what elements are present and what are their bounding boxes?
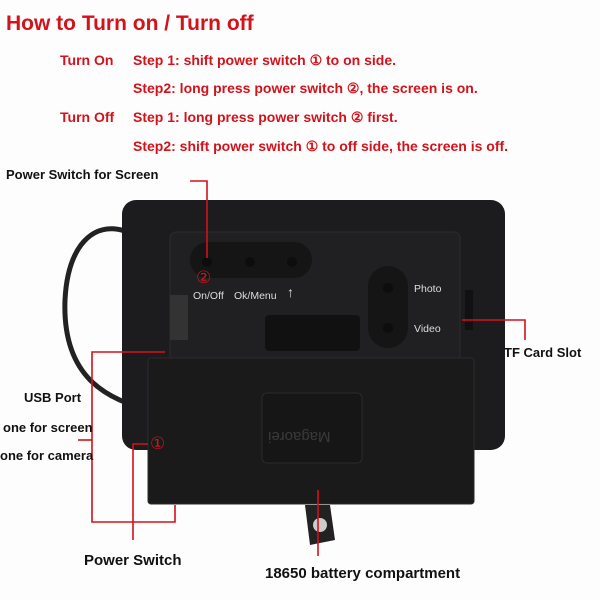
tf-card-slot (465, 290, 473, 330)
label-plate (261, 392, 363, 464)
mount-hinge (265, 315, 360, 351)
marker-1: ① (150, 434, 166, 453)
callout-usb-port: USB Port (24, 390, 82, 405)
brand-embossed: Magaorei (268, 428, 331, 445)
callout-power-switch: Power Switch (84, 552, 182, 569)
photo-label: Photo (414, 283, 442, 295)
ok-menu-label: Ok/Menu (234, 290, 277, 302)
marker-2: ② (196, 268, 212, 287)
turn-on-step1: Step 1: shift power switch ① to on side. (133, 52, 397, 68)
callout-power-switch-screen: Power Switch for Screen (6, 167, 159, 182)
callout-one-for-screen: one for screen (3, 420, 93, 435)
video-button (383, 323, 393, 333)
on-off-button (202, 257, 212, 267)
callout-battery-compartment: 18650 battery compartment (265, 565, 461, 582)
usb-plug (170, 295, 188, 340)
callout-lines (78, 180, 526, 556)
screw-hole (313, 518, 327, 532)
video-label: Video (414, 323, 441, 335)
turn-off-step2: Step2: shift power switch ① to off side,… (133, 138, 509, 154)
title: How to Turn on / Turn off (6, 12, 254, 35)
ok-menu-button (245, 257, 255, 267)
turn-on-step2: Step2: long press power switch ②, the sc… (133, 80, 478, 96)
photo-button (383, 283, 393, 293)
callout-one-for-camera: one for camera (0, 448, 94, 463)
up-button (287, 257, 297, 267)
turn-off-label: Turn Off (60, 109, 115, 125)
up-arrow-icon: ↑ (287, 284, 294, 300)
on-off-label: On/Off (193, 290, 224, 302)
turn-on-label: Turn On (60, 52, 114, 68)
photo-video-pad (368, 266, 408, 348)
callout-tf-card-slot: TF Card Slot (504, 345, 582, 360)
turn-off-step1: Step 1: long press power switch ② first. (133, 109, 398, 125)
